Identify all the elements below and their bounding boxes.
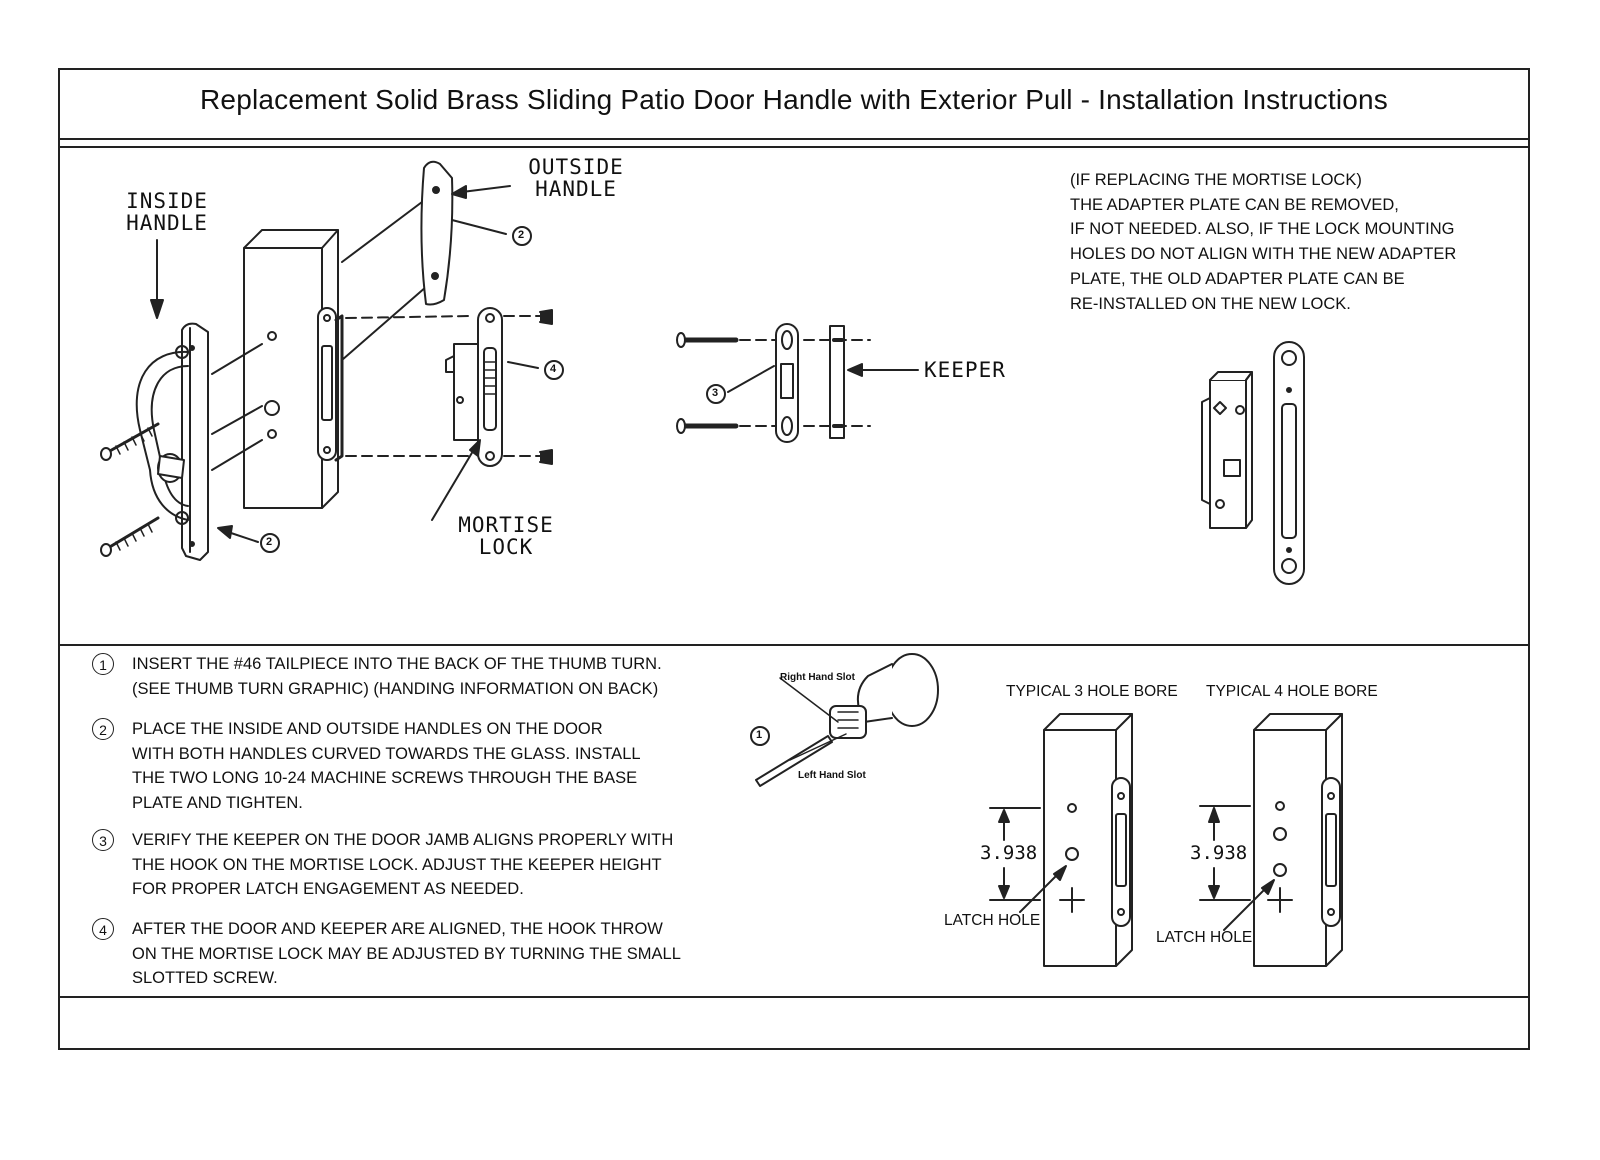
- callout-2-outside: 2: [518, 229, 525, 241]
- step-text: PLACE THE INSIDE AND OUTSIDE HANDLES ON …: [132, 720, 641, 812]
- callout-1: 1: [756, 729, 763, 741]
- step-number: 3: [92, 829, 114, 851]
- note-line: (IF REPLACING THE MORTISE LOCK): [1070, 171, 1362, 189]
- left-hand-slot-label: Left Hand Slot: [798, 770, 866, 781]
- outside-handle-label: OUTSIDE HANDLE: [528, 155, 624, 201]
- step-number: 2: [92, 718, 114, 740]
- four-hole-latch-label: LATCH HOLE: [1156, 929, 1253, 946]
- step-text: AFTER THE DOOR AND KEEPER ARE ALIGNED, T…: [132, 920, 681, 987]
- three-hole-bore-title: TYPICAL 3 HOLE BORE: [1006, 683, 1178, 700]
- mortise-lock-label: MORTISE LOCK: [458, 513, 554, 559]
- page-title: Replacement Solid Brass Sliding Patio Do…: [200, 84, 1388, 115]
- outside-handle-drawing: [420, 160, 532, 306]
- step-number: 1: [92, 653, 114, 675]
- section-divider: [58, 644, 1530, 646]
- callout-2-inside: 2: [266, 536, 273, 548]
- step-text: VERIFY THE KEEPER ON THE DOOR JAMB ALIGN…: [132, 831, 674, 898]
- four-hole-bore-drawing: [1199, 713, 1343, 967]
- title-divider-inner: [58, 146, 1530, 148]
- inside-handle-arrow: [150, 239, 164, 319]
- three-hole-bore-drawing: [989, 713, 1133, 967]
- right-hand-slot-label: Right Hand Slot: [780, 672, 855, 683]
- title-divider: [58, 138, 1530, 140]
- replacement-note: (IF REPLACING THE MORTISE LOCK) THE ADAP…: [1070, 168, 1456, 316]
- door-edge-block: [211, 195, 435, 509]
- four-hole-bore-title: TYPICAL 4 HOLE BORE: [1206, 683, 1378, 700]
- thumb-turn-drawing: [750, 653, 939, 787]
- note-line: IF NOT NEEDED. ALSO, IF THE LOCK MOUNTIN…: [1070, 220, 1455, 239]
- note-line: RE-INSTALLED ON THE NEW LOCK.: [1070, 294, 1351, 313]
- document-frame: [58, 68, 1530, 1050]
- callout-3: 3: [712, 387, 719, 399]
- step-number: 4: [92, 918, 114, 940]
- note-line: THE ADAPTER PLATE CAN BE REMOVED,: [1070, 195, 1399, 214]
- inside-handle-drawing: [100, 322, 280, 561]
- note-line: HOLES DO NOT ALIGN WITH THE NEW ADAPTER: [1070, 245, 1457, 264]
- keeper-label: KEEPER: [924, 358, 1006, 382]
- callout-4: 4: [550, 363, 557, 375]
- four-hole-dimension: 3.938: [1188, 842, 1250, 864]
- three-hole-latch-label: LATCH HOLE: [944, 912, 1041, 929]
- replacement-lock-drawing: [1201, 341, 1305, 585]
- footer-divider: [58, 996, 1530, 998]
- step-text: INSERT THE #46 TAILPIECE INTO THE BACK O…: [132, 655, 662, 698]
- three-hole-dimension: 3.938: [978, 842, 1040, 864]
- mortise-lock-drawing: [345, 307, 564, 521]
- note-line: PLATE, THE OLD ADAPTER PLATE CAN BE: [1070, 269, 1405, 288]
- inside-handle-label: INSIDE HANDLE: [126, 189, 208, 235]
- keeper-drawing: [676, 323, 919, 443]
